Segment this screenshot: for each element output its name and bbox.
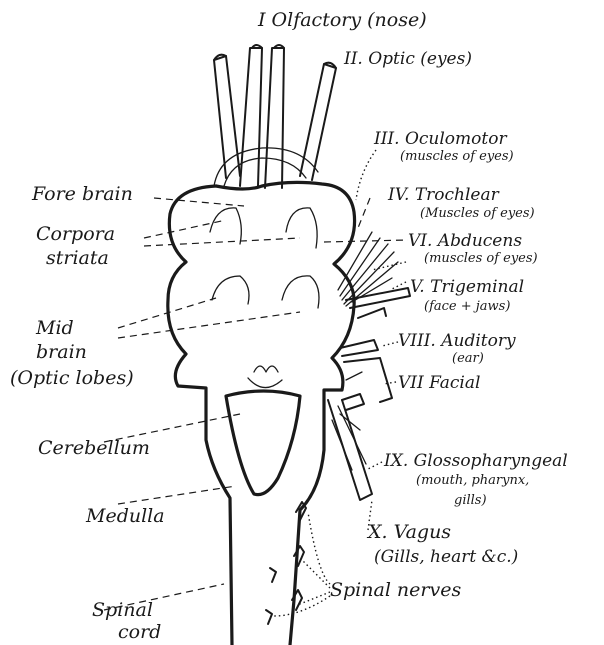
label-glosso-sub1: (mouth, pharynx, (416, 473, 529, 488)
label-oculomotor: III. Oculomotor (373, 129, 507, 149)
label-fore-brain: Fore brain (31, 183, 133, 205)
leader-lines (104, 150, 408, 616)
optic-nerves (214, 55, 336, 180)
label-spinal-nerves: Spinal nerves (330, 579, 461, 601)
cerebellum (226, 391, 300, 495)
label-trochlear-sub: (Muscles of eyes) (420, 206, 535, 221)
label-cerebellum: Cerebellum (38, 437, 150, 459)
label-optic: II. Optic (eyes) (343, 49, 472, 69)
label-glosso: IX. Glossopharyngeal (383, 451, 568, 471)
label-corpora-2: striata (46, 247, 109, 269)
label-spinal-cord-2: cord (118, 621, 161, 643)
label-auditory-sub: (ear) (452, 351, 484, 366)
label-auditory: VIII. Auditory (398, 331, 516, 351)
label-mid-2: brain (36, 341, 87, 363)
label-medulla: Medulla (85, 505, 165, 527)
label-trigeminal: V. Trigeminal (410, 277, 524, 297)
label-spinal-cord-1: Spinal (92, 599, 153, 621)
brain-outline (168, 182, 355, 645)
label-oculomotor-sub: (muscles of eyes) (400, 149, 514, 164)
label-corpora-1: Corpora (36, 223, 115, 245)
label-trochlear: IV. Trochlear (387, 185, 500, 205)
label-abducens: VI. Abducens (408, 231, 522, 251)
label-mid-3: (Optic lobes) (10, 367, 134, 389)
label-trigeminal-sub: (face + jaws) (424, 299, 510, 314)
label-facial: VII Facial (398, 373, 480, 393)
label-olfactory: I Olfactory (nose) (257, 9, 427, 31)
label-vagus: X. Vagus (366, 521, 451, 543)
label-glosso-sub2: gills) (454, 493, 487, 508)
label-vagus-sub: (Gills, heart &c.) (374, 547, 518, 567)
label-abducens-sub: (muscles of eyes) (424, 251, 538, 266)
olfactory-nerves (240, 45, 284, 188)
label-mid-1: Mid (35, 317, 74, 339)
